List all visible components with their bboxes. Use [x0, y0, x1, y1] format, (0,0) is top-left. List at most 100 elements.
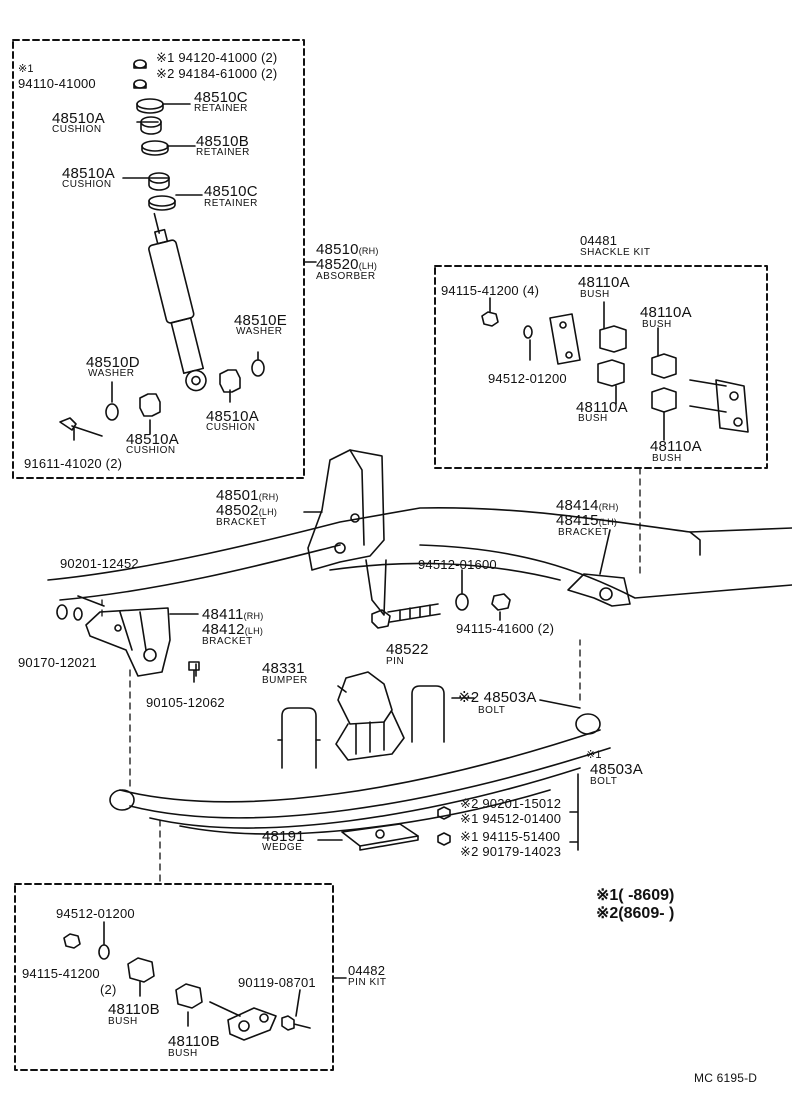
label-shackle-nut: 94115-41200 (4) [441, 283, 540, 298]
pin-kit-parts [63, 933, 311, 1041]
bumper [335, 671, 405, 761]
label-ubolt1-mark: ※1 [586, 749, 602, 761]
label-shackle-bush2-num: 48110A [640, 304, 692, 321]
label-wedge-name: WEDGE [262, 842, 303, 853]
label-front-bracket-lh: 48502(LH) [216, 502, 278, 519]
label-fastener-94115-51400: ※1 94115-51400 [460, 829, 561, 844]
label-shackle-bush4-name: BUSH [652, 453, 682, 464]
label-retainer-48510c-name: RETAINER [194, 103, 248, 114]
label-ubolt2-name: BOLT [478, 705, 506, 716]
label-shackle-bush1-name: BUSH [580, 289, 610, 300]
label-front-bracket-name: BRACKET [216, 517, 267, 528]
pin-48522 [371, 603, 441, 629]
label-bolt-91611: 91611-41020 (2) [24, 456, 123, 471]
label-ubolt1-num: 48503A [590, 761, 643, 778]
u-bolt-left [277, 707, 321, 769]
shock-absorber-group-box [12, 39, 305, 479]
label-hanger-bracket-rh: 48411(RH) [202, 606, 264, 623]
label-absorber-lh-num: 48520(LH) [316, 256, 378, 273]
label-fastener-94512-01400: ※1 94512-01400 [460, 811, 562, 826]
label-pinkit-bush1-num: 48110B [108, 1001, 160, 1018]
shackle-kit-parts [481, 311, 749, 433]
label-nut-90170: 90170-12021 [18, 655, 97, 670]
label-shackle-kit-name: SHACKLE KIT [580, 247, 651, 258]
label-hanger-bracket-name: BRACKET [202, 636, 253, 647]
label-cushion4-48510a-name: CUSHION [126, 445, 176, 456]
legend-note-1: ※1( -8609) [596, 887, 675, 904]
label-pin-name: PIN [386, 656, 405, 667]
label-washer-48510e-name: WASHER [236, 326, 283, 337]
label-wedge-num: 48191 [262, 828, 305, 845]
shock-top-parts [133, 59, 176, 211]
label-cushion3-48510a-num: 48510A [206, 408, 259, 425]
label-washer-94512-01600: 94512-01600 [418, 557, 497, 572]
label-retainer-48510b-name: RETAINER [196, 147, 250, 158]
frame-rail-end [689, 531, 701, 556]
label-pinkit-bush2-num: 48110B [168, 1033, 220, 1050]
label-retainer-48510c-num: 48510C [194, 89, 248, 106]
label-pinkit-nut-qty: (2) [100, 982, 117, 997]
legend-note-2: ※2(8609- ) [596, 905, 675, 922]
label-ubolt1-name: BOLT [590, 776, 618, 787]
label-bolt-90105: 90105-12062 [146, 695, 225, 710]
shock-absorber-body [148, 212, 207, 392]
label-shock-note-mark: ※1 [18, 63, 34, 75]
hanger-bracket [85, 607, 171, 677]
label-shackle-bush3-name: BUSH [578, 413, 608, 424]
label-cushion4-48510a-num: 48510A [126, 431, 179, 448]
label-pinkit-name: PIN KIT [348, 977, 387, 988]
label-shackle-washer: 94512-01200 [488, 371, 567, 386]
label-bumper-name: BUMPER [262, 675, 308, 686]
wedge [341, 823, 419, 851]
label-retainer2-48510c-num: 48510C [204, 183, 258, 200]
label-pinkit-bolt: 90119-08701 [238, 975, 316, 990]
label-nut-94115-41600: 94115-41600 (2) [456, 621, 555, 636]
label-fastener-90201-15012: ※2 90201-15012 [460, 796, 562, 811]
label-cushion2-48510a-name: CUSHION [62, 179, 112, 190]
label-shackle-kit-num: 04481 [580, 233, 618, 248]
label-shackle-bush1-num: 48110A [578, 274, 630, 291]
label-washer-48510e-num: 48510E [234, 312, 287, 329]
leaf-spring [109, 713, 611, 835]
label-cushion3-48510a-name: CUSHION [206, 422, 256, 433]
frame-rail-upper-inner [59, 544, 341, 601]
label-pinkit-num: 04482 [348, 963, 386, 978]
frame-rail-lower-line [329, 562, 561, 581]
label-absorber-rh-num: 48510(RH) [316, 241, 379, 258]
frame-rail-lower [419, 544, 792, 599]
label-washer-48510d-name: WASHER [88, 368, 135, 379]
label-pinkit-bush2-name: BUSH [168, 1048, 198, 1059]
label-ubolt2-num: ※2 48503A [458, 689, 537, 706]
front-bracket [307, 449, 387, 616]
label-retainer-48510b-num: 48510B [196, 133, 249, 150]
label-washer-48510d-num: 48510D [86, 354, 140, 371]
label-absorber-name: ABSORBER [316, 271, 376, 282]
label-pin-num: 48522 [386, 641, 429, 658]
label-hanger-bracket-lh: 48412(LH) [202, 621, 264, 638]
label-cushion-48510a-name: CUSHION [52, 124, 102, 135]
label-retainer2-48510c-name: RETAINER [204, 198, 258, 209]
rear-bracket [567, 573, 631, 607]
frame-rail-upper [47, 507, 792, 581]
label-shackle-bush2-name: BUSH [642, 319, 672, 330]
diagram-code: MC 6195-D [694, 1071, 758, 1085]
label-shackle-bush4-num: 48110A [650, 438, 702, 455]
label-nut-94120: ※1 94120-41000 (2) [156, 50, 278, 65]
label-nut-94110: 94110-41000 [18, 76, 96, 91]
label-rear-bracket-name: BRACKET [558, 527, 609, 538]
label-pinkit-washer: 94512-01200 [56, 906, 135, 921]
u-bolt-right [411, 685, 445, 743]
pin-kit-group-box [14, 883, 334, 1071]
label-pinkit-nut: 94115-41200 [22, 966, 100, 981]
label-shackle-bush3-num: 48110A [576, 399, 628, 416]
label-rear-bracket-rh: 48414(RH) [556, 497, 619, 514]
label-fastener-90179-14023: ※2 90179-14023 [460, 844, 562, 859]
shackle-kit-group-box [434, 265, 768, 469]
label-bolt-90201-12452: 90201-12452 [60, 556, 139, 571]
label-front-bracket-rh: 48501(RH) [216, 487, 279, 504]
label-cushion2-48510a-num: 48510A [62, 165, 115, 182]
label-bumper-num: 48331 [262, 660, 305, 677]
label-pinkit-bush1-name: BUSH [108, 1016, 138, 1027]
